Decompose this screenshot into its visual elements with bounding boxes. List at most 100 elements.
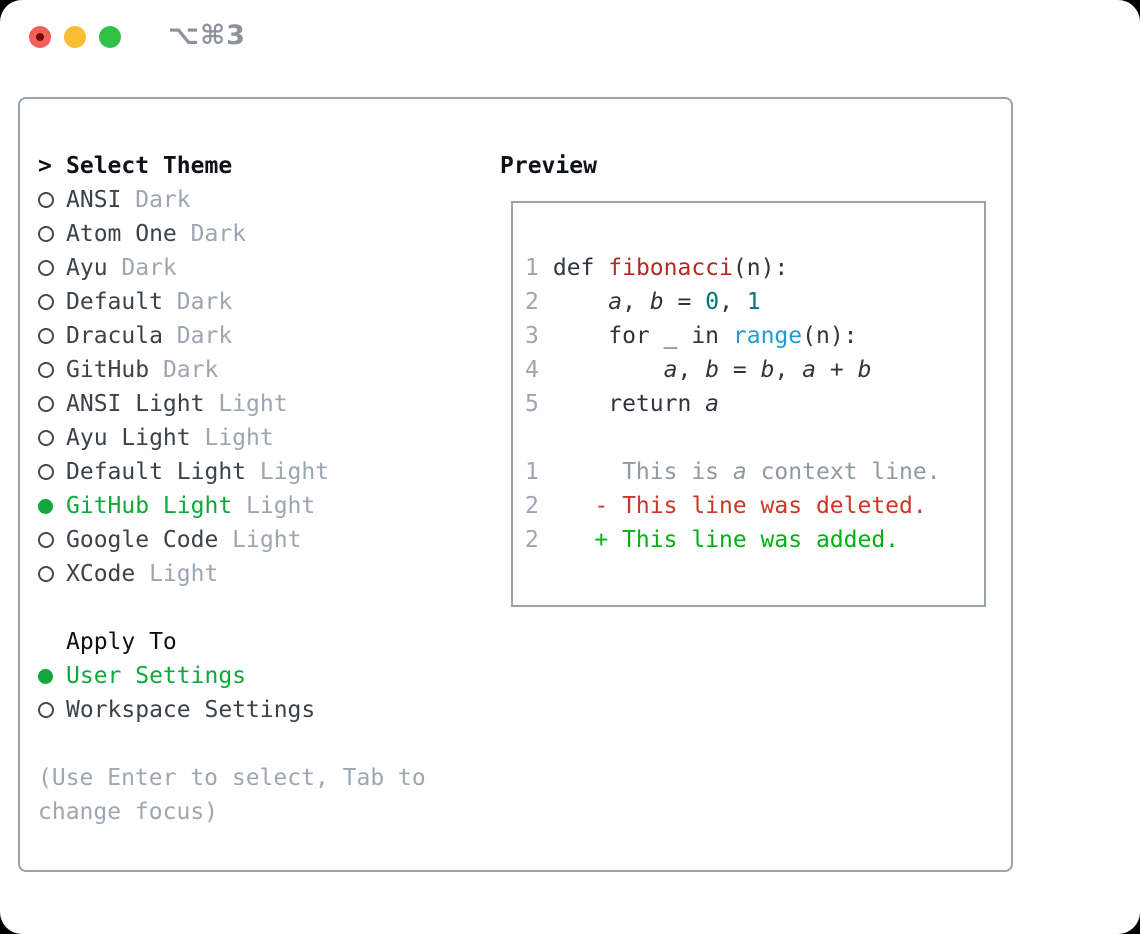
theme-option-xcode[interactable]: XCode Light bbox=[38, 557, 488, 591]
window-controls bbox=[29, 26, 121, 48]
theme-variant: Dark bbox=[176, 221, 247, 247]
theme-variant: Light bbox=[190, 425, 274, 451]
theme-option-ayu[interactable]: Ayu Dark bbox=[38, 251, 488, 285]
theme-name: GitHub Light bbox=[66, 493, 233, 519]
theme-option-dracula[interactable]: Dracula Dark bbox=[38, 319, 488, 353]
code-segment: , bbox=[677, 357, 706, 383]
line-number: 1 bbox=[525, 459, 539, 485]
theme-option-ansi[interactable]: ANSI Dark bbox=[38, 183, 488, 217]
theme-option-google-code[interactable]: Google Code Light bbox=[38, 523, 488, 557]
code-segment: range bbox=[732, 323, 803, 349]
code-line: 5 return a bbox=[525, 387, 984, 421]
code-line: 3 for _ in range(n): bbox=[525, 319, 984, 353]
code-segment: a bbox=[802, 357, 817, 383]
theme-name: Atom One bbox=[66, 221, 177, 247]
radio-icon bbox=[38, 566, 54, 582]
theme-variant: Light bbox=[232, 493, 316, 519]
theme-name: Default Light bbox=[66, 459, 247, 485]
hint-line-2: change focus) bbox=[38, 799, 219, 825]
radio-icon bbox=[38, 260, 54, 276]
apply-option-user-settings[interactable]: User Settings bbox=[38, 659, 488, 693]
code-segment: , bbox=[719, 289, 747, 315]
theme-option-atom-one[interactable]: Atom One Dark bbox=[38, 217, 488, 251]
preview-title: Preview bbox=[500, 153, 597, 179]
close-button[interactable] bbox=[29, 26, 51, 48]
radio-icon bbox=[38, 362, 54, 378]
code-segment: , bbox=[622, 289, 650, 315]
radio-icon bbox=[38, 430, 54, 446]
code-segment: return bbox=[539, 391, 706, 417]
theme-option-github[interactable]: GitHub Dark bbox=[38, 353, 488, 387]
radio-icon bbox=[38, 702, 54, 718]
theme-option-ansi-light[interactable]: ANSI Light Light bbox=[38, 387, 488, 421]
radio-icon bbox=[38, 294, 54, 310]
line-number: 4 bbox=[525, 357, 539, 383]
select-theme-title: Select Theme bbox=[66, 153, 233, 179]
apply-option-label: Workspace Settings bbox=[66, 697, 316, 723]
theme-name: Dracula bbox=[66, 323, 163, 349]
code-segment: (n): bbox=[802, 323, 858, 349]
radio-selected-icon bbox=[38, 668, 53, 684]
radio-icon bbox=[38, 464, 54, 480]
radio-icon bbox=[38, 192, 54, 208]
minimize-button[interactable] bbox=[64, 26, 86, 48]
zoom-button[interactable] bbox=[99, 26, 121, 48]
theme-name: Ayu Light bbox=[66, 425, 191, 451]
line-number: 2 bbox=[525, 289, 539, 315]
prompt-icon: > bbox=[38, 153, 52, 179]
theme-option-default-light[interactable]: Default Light Light bbox=[38, 455, 488, 489]
code-segment bbox=[539, 357, 664, 383]
theme-name: GitHub bbox=[66, 357, 150, 383]
theme-option-ayu-light[interactable]: Ayu Light Light bbox=[38, 421, 488, 455]
theme-variant: Light bbox=[246, 459, 330, 485]
line-number: 3 bbox=[525, 323, 539, 349]
theme-variant: Dark bbox=[149, 357, 219, 383]
radio-icon bbox=[38, 532, 54, 548]
apply-to-title: Apply To bbox=[66, 629, 177, 655]
code-segment: (n): bbox=[732, 255, 789, 281]
theme-variant: Dark bbox=[121, 187, 191, 213]
theme-name: ANSI bbox=[66, 187, 122, 213]
line-number: 2 bbox=[525, 493, 539, 519]
theme-name: Ayu bbox=[66, 255, 108, 281]
code-segment: b bbox=[760, 357, 775, 383]
spacer bbox=[38, 591, 488, 625]
theme-variant: Light bbox=[204, 391, 288, 417]
close-dot-icon bbox=[36, 33, 44, 41]
code-segment: = bbox=[663, 289, 706, 315]
code-segment bbox=[539, 493, 594, 519]
code-segment: context line. bbox=[746, 459, 941, 485]
apply-to-header: Apply To bbox=[38, 625, 488, 659]
hint-line-1: (Use Enter to select, Tab to bbox=[38, 765, 426, 791]
code-segment: = bbox=[719, 357, 761, 383]
theme-name: ANSI Light bbox=[66, 391, 205, 417]
theme-variant: Light bbox=[135, 561, 219, 587]
theme-variant: Dark bbox=[162, 323, 233, 349]
select-theme-header: > Select Theme bbox=[38, 149, 488, 183]
code-line: 1 This is a context line. bbox=[525, 455, 984, 489]
code-segment bbox=[539, 527, 594, 553]
theme-variant: Dark bbox=[107, 255, 177, 281]
radio-icon bbox=[38, 226, 54, 242]
window-title-shortcut: ⌥⌘3 bbox=[168, 20, 246, 51]
theme-option-github-light[interactable]: GitHub Light Light bbox=[38, 489, 488, 523]
theme-name: XCode bbox=[66, 561, 136, 587]
apply-option-workspace-settings[interactable]: Workspace Settings bbox=[38, 693, 488, 727]
code-segment bbox=[539, 289, 608, 315]
code-line: 1 def fibonacci(n): bbox=[525, 251, 984, 285]
code-segment: a bbox=[608, 289, 623, 315]
code-segment: for _ in bbox=[539, 323, 733, 349]
code-segment: 1 bbox=[746, 289, 761, 315]
theme-name: Google Code bbox=[66, 527, 219, 553]
code-line: 2 - This line was deleted. bbox=[525, 489, 984, 523]
line-number: 2 bbox=[525, 527, 539, 553]
theme-option-default[interactable]: Default Dark bbox=[38, 285, 488, 319]
theme-variant: Dark bbox=[162, 289, 233, 315]
code-segment: , bbox=[774, 357, 803, 383]
